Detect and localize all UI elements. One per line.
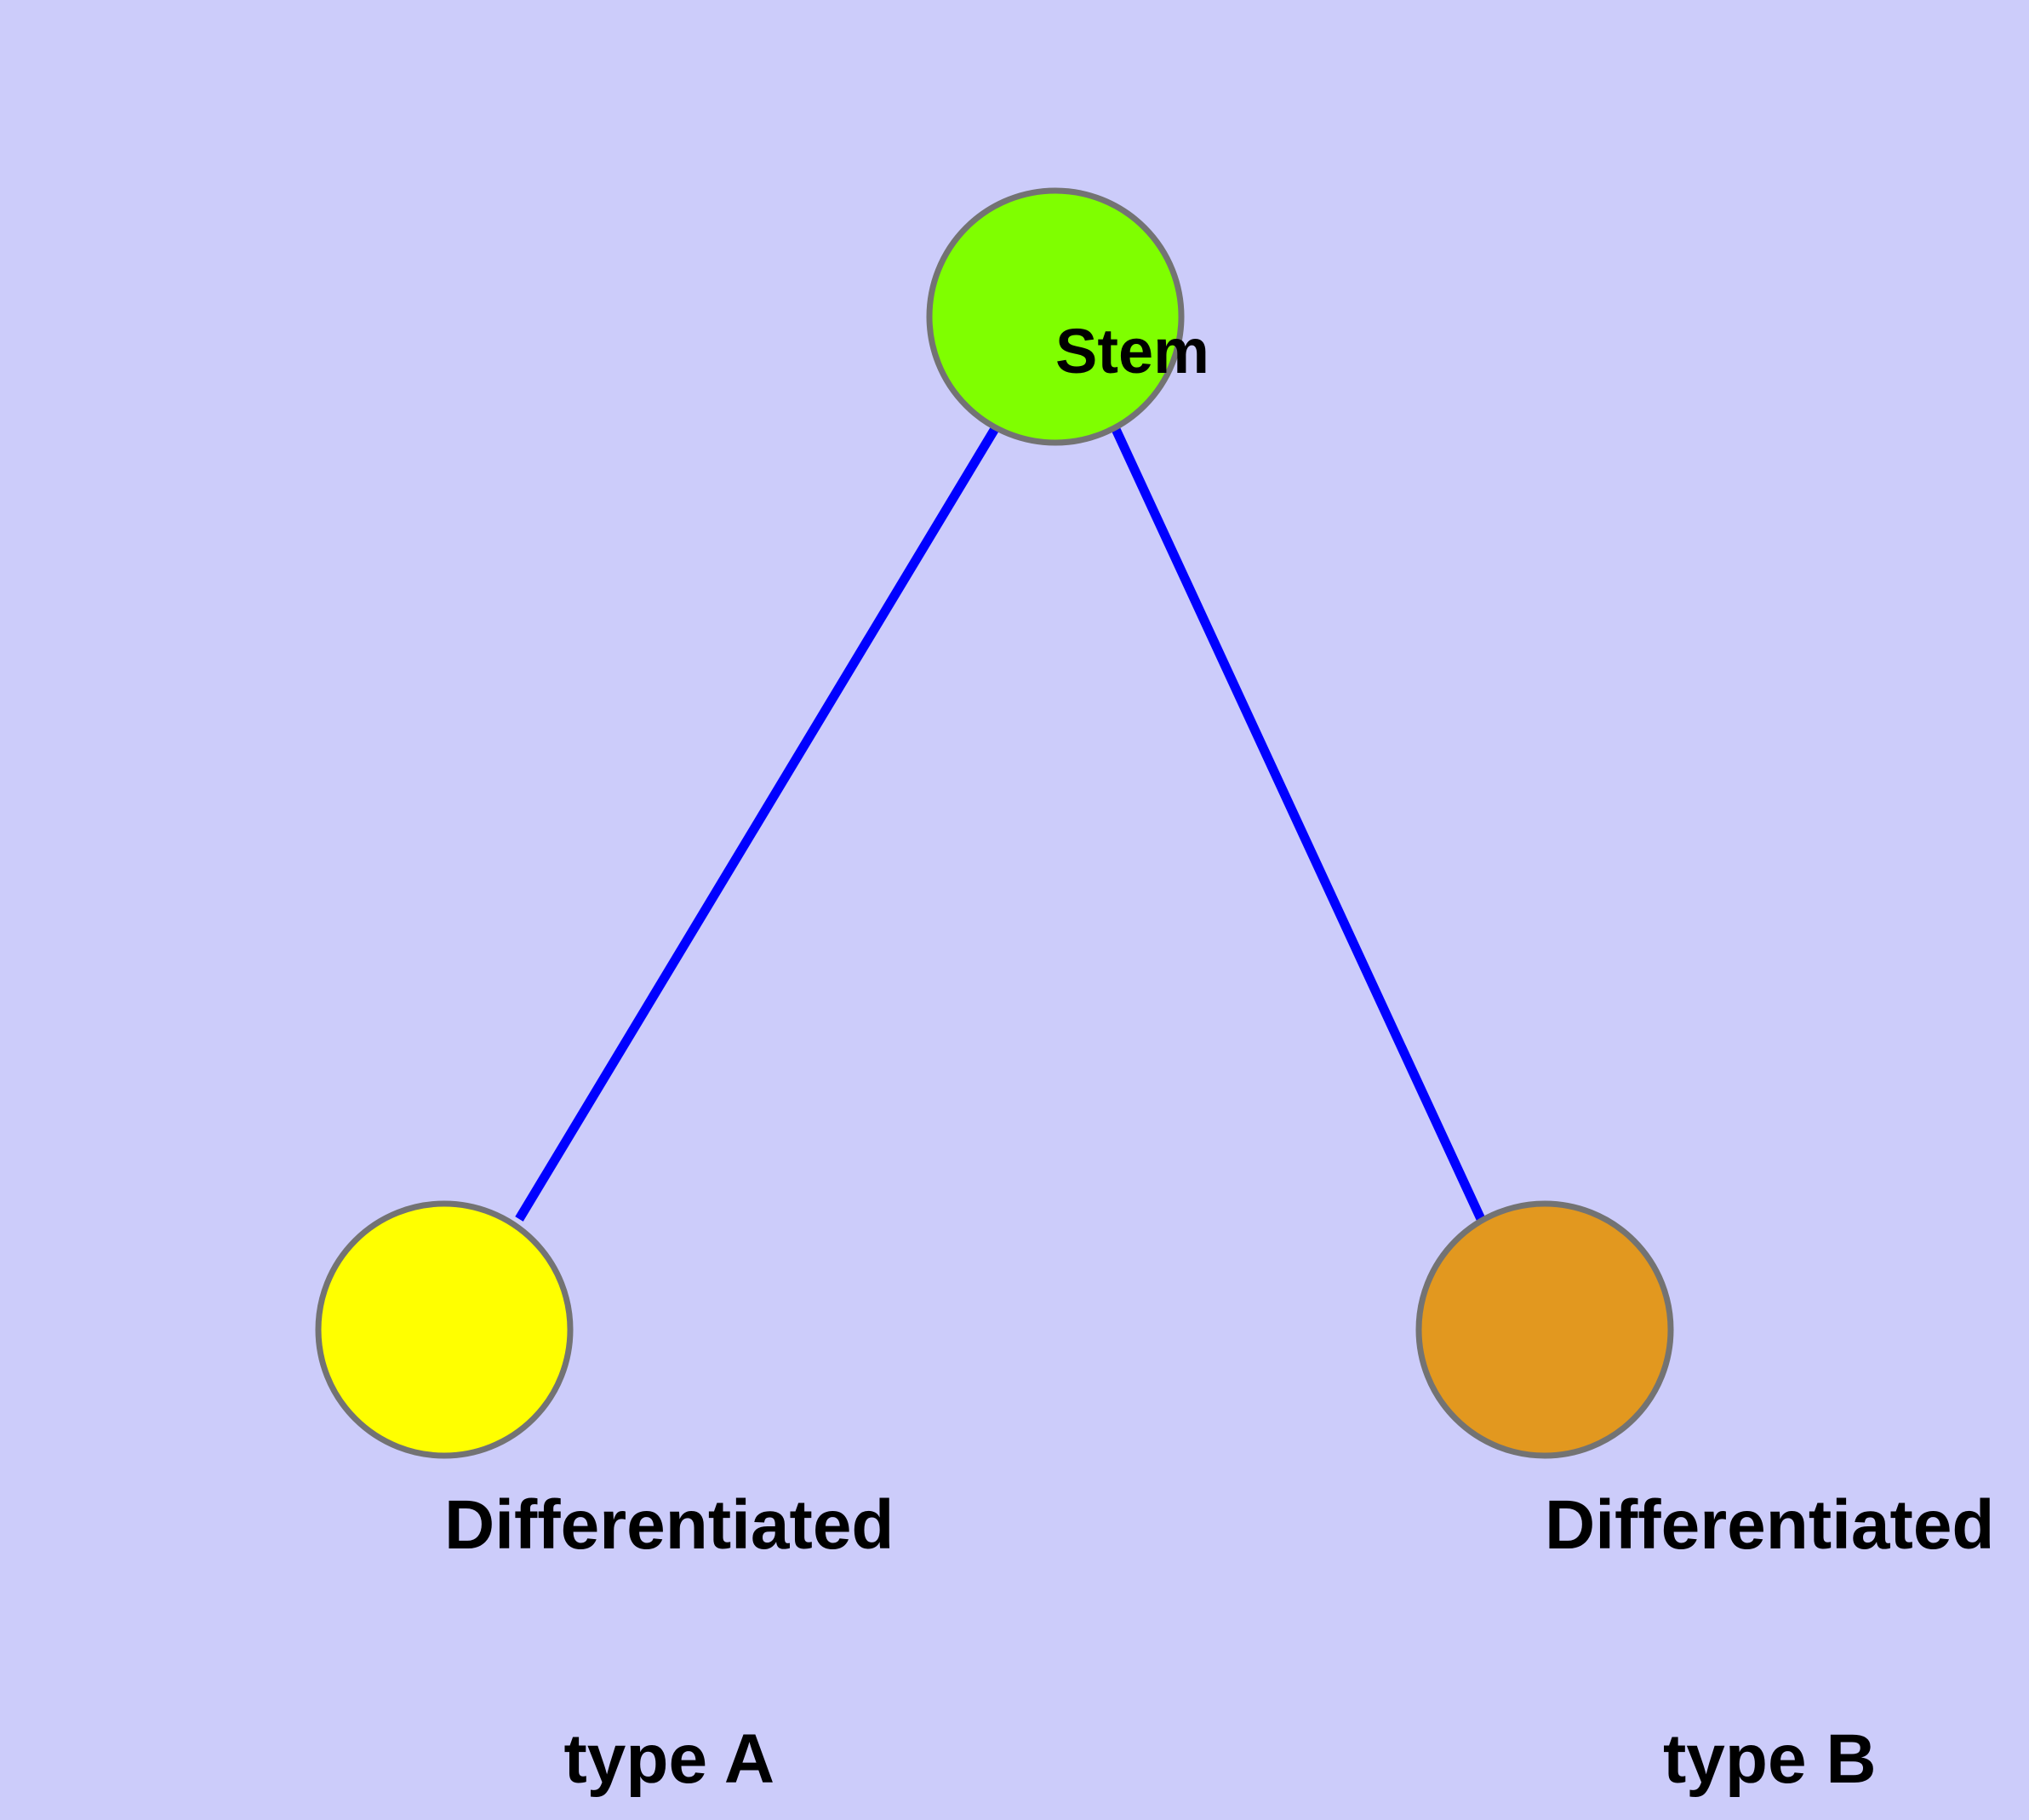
edge-layer [515, 425, 1485, 1222]
node-diff-a-circle[interactable] [315, 1200, 574, 1459]
node-layer [315, 187, 1674, 1459]
edge-stem-to-diff-b[interactable] [1111, 425, 1485, 1222]
node-diff-b-circle[interactable] [1415, 1200, 1674, 1459]
edge-stem-to-diff-a[interactable] [515, 425, 1000, 1222]
node-stem-circle[interactable] [926, 187, 1185, 446]
